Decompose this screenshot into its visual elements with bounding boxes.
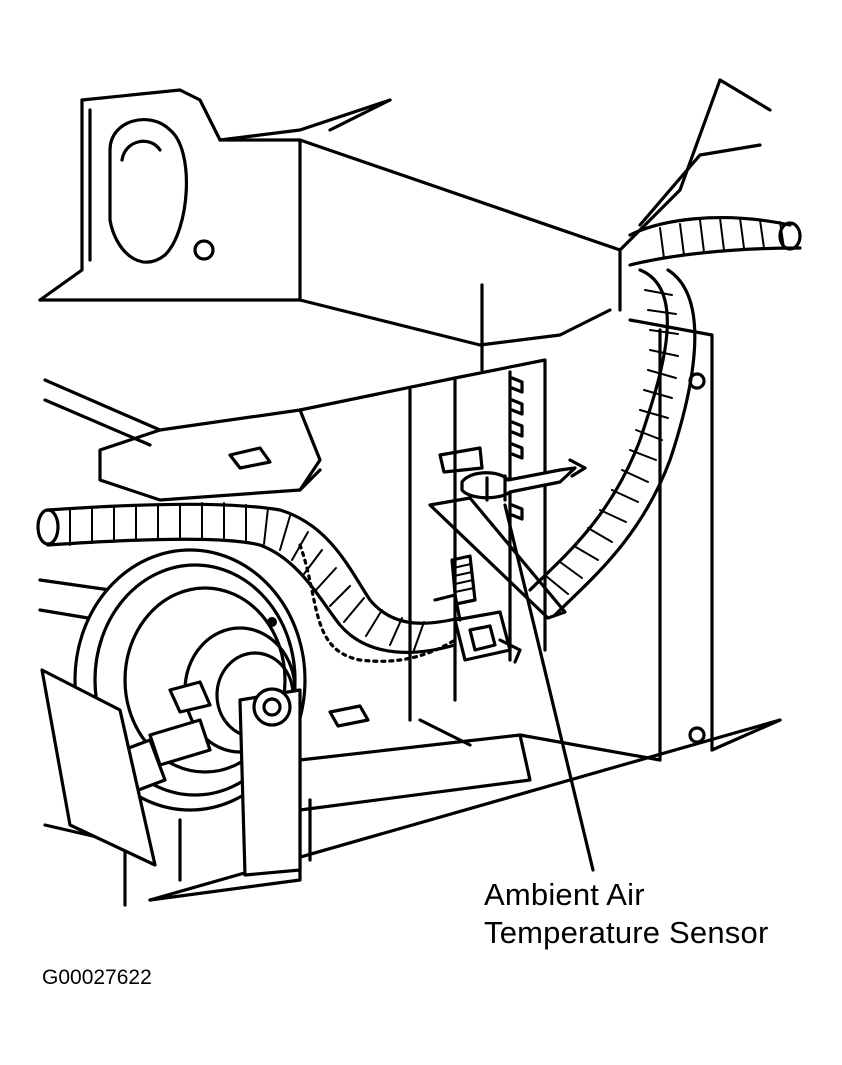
engine-block [38,78,772,347]
radiator-support-panel [518,318,782,762]
sensor-connector [433,593,522,664]
figure-id: G00027622 [42,966,152,989]
horn-assembly [40,548,307,877]
ambient-air-temperature-sensor [428,283,587,620]
wiring-harness [36,216,802,663]
callout-label: Ambient Air Temperature Sensor [484,877,769,950]
mounting-bracket [298,358,547,722]
callout-leader-line [503,503,595,872]
